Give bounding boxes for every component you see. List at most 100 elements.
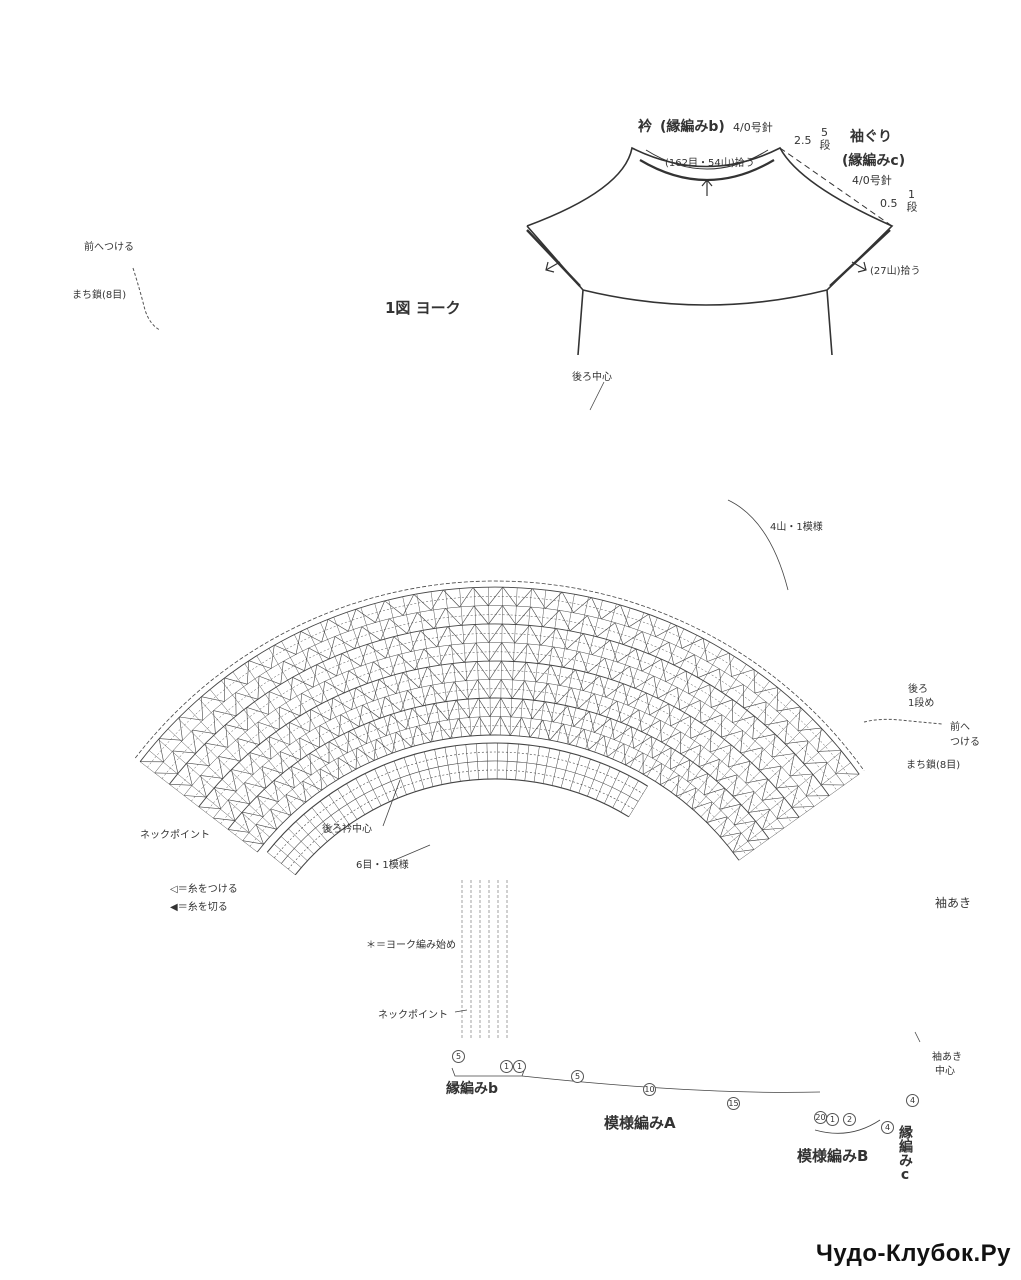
fan-motif: [411, 703, 435, 725]
row-number: 5: [452, 1050, 465, 1063]
stitch-column: [612, 622, 671, 760]
edge-b-label: 縁編みb: [446, 1081, 499, 1097]
fan-motif: [629, 666, 655, 689]
neck-band-stitch: [273, 843, 302, 868]
fan-motif: [407, 685, 431, 707]
fan-motif: [604, 658, 630, 681]
neck-band-stitch: [465, 744, 470, 781]
neck-band-stitch: [424, 751, 434, 787]
schematic-outline: [526, 146, 894, 356]
outer-edge: [134, 580, 865, 771]
fan-motif: [646, 692, 669, 716]
fan-motif: [308, 636, 336, 660]
fan-motif: [340, 705, 363, 728]
fan-motif: [776, 797, 800, 819]
fan-motif: [416, 721, 438, 743]
stitch-column: [333, 616, 388, 756]
row-number: 5: [571, 1070, 584, 1083]
fan-motif: [583, 633, 611, 656]
neck-band-stitch: [560, 752, 571, 788]
fan-motif: [231, 752, 254, 775]
fan-motif: [500, 697, 524, 718]
fan-motif: [341, 644, 368, 667]
fan-motif: [747, 820, 770, 842]
fan-motif: [244, 766, 267, 789]
armhole-needle: 4/0号針: [852, 174, 892, 187]
fan-motif: [668, 703, 691, 727]
fan-motif: [235, 676, 260, 700]
fan-motif: [273, 766, 295, 789]
fan-motif: [526, 662, 552, 683]
neck-band-stitch: [393, 760, 407, 795]
fan-motif: [609, 640, 637, 663]
neck-point-lower: ネックポイント: [378, 1010, 448, 1021]
fan-motif: [324, 670, 349, 694]
fan-motif: [761, 809, 785, 831]
fan-motif: [661, 659, 687, 683]
neck-band-stitch: [476, 743, 479, 780]
chain-right-label: まち鎖(8目): [906, 760, 961, 771]
pattern-b-label: 模様編みB: [797, 1147, 869, 1165]
collar-rows: 5段: [818, 126, 831, 150]
neck-band-stitch: [578, 759, 591, 794]
fan-motif: [709, 684, 733, 708]
stitch-column: [416, 593, 443, 740]
fan-motif: [309, 741, 330, 764]
fan-motif: [455, 698, 479, 719]
fan-motif: [747, 791, 770, 813]
row-number: 1: [500, 1060, 513, 1073]
fan-motif: [213, 692, 237, 717]
fan-motif: [355, 600, 385, 623]
fan-motif: [594, 693, 618, 716]
fan-motif: [426, 663, 453, 684]
yoke-start-label: ＊＝ヨーク編み始め: [366, 940, 456, 951]
neck-band-stitch: [267, 852, 296, 875]
fan-motif: [376, 732, 397, 754]
fan-motif: [764, 701, 788, 726]
neck-band: [266, 742, 648, 876]
fan-motif: [501, 623, 530, 644]
fan-motif: [680, 731, 701, 755]
neck-band-stitch: [328, 794, 350, 825]
fan-motif: [257, 707, 280, 730]
fan-motif: [332, 687, 356, 711]
fan-motif: [728, 744, 750, 768]
stitch-column: [557, 596, 589, 742]
neck-band-stitch: [403, 757, 416, 792]
row-number: 2: [843, 1113, 856, 1126]
back-row1-label-b: 1段め: [908, 698, 935, 709]
neck-band-stitch: [524, 744, 530, 781]
fan-motif: [589, 711, 611, 733]
stitch-column: [566, 600, 603, 744]
stitch-column: [585, 607, 631, 750]
yoke-schematic: [526, 146, 894, 356]
fan-motif: [443, 587, 474, 608]
stitch-column: [374, 603, 415, 747]
fan-motif: [201, 677, 225, 702]
fan-motif: [384, 690, 408, 712]
neck-band-row: [294, 778, 630, 876]
neck-band-stitch: [413, 754, 425, 790]
fan-motif: [449, 642, 476, 663]
fan-motif: [653, 676, 678, 699]
fan-motif: [319, 714, 342, 737]
schematic-arrow-center: [701, 179, 713, 196]
stitch-column: [720, 740, 833, 838]
stitch-column: [646, 648, 723, 777]
fan-motif: [302, 768, 323, 791]
neck-band-stitch: [311, 807, 335, 836]
fan-motif: [784, 720, 808, 745]
fan-motif: [648, 614, 677, 638]
neck-band-stitch: [542, 748, 551, 784]
fan-motif: [659, 720, 681, 743]
fan-motif: [269, 677, 293, 701]
stitch-row: [176, 633, 822, 802]
neck-band-stitch: [303, 814, 328, 842]
bracket-pattern-b: [814, 1119, 881, 1134]
fan-motif: [478, 697, 502, 718]
schematic-arrow-right: [851, 261, 867, 273]
fan-motif: [745, 761, 768, 784]
fan-motif: [687, 759, 708, 782]
legend-cut: ◀＝糸を切る: [170, 902, 228, 913]
fan-motif: [521, 717, 544, 738]
